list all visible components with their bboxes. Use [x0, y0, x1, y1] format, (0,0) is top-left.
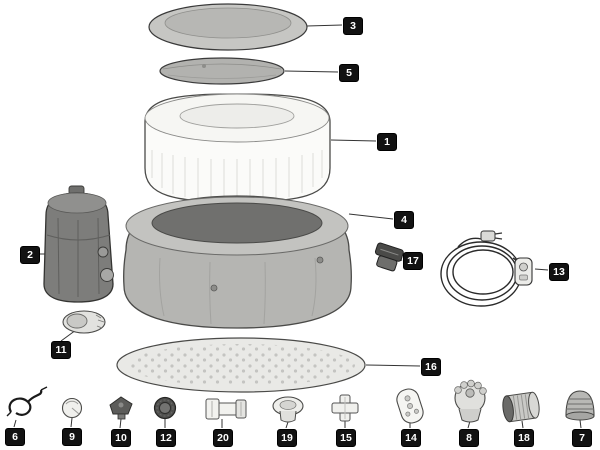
elbow-fitting-drawing [109, 396, 133, 420]
valve-assembly-drawing [272, 396, 304, 423]
part-label-18: 18 [514, 429, 534, 447]
part-label-19: 19 [277, 429, 297, 447]
part-label-14: 14 [401, 429, 421, 447]
spa-tub-body-drawing [122, 195, 353, 329]
part-label-8: 8 [459, 429, 479, 447]
part-label-11: 11 [51, 341, 71, 359]
hose-connector-valve-drawing [62, 310, 106, 334]
chemical-float-dispenser-drawing [454, 379, 487, 423]
inflatable-lid-insert-drawing [159, 57, 285, 85]
threaded-nut-drawing [153, 396, 177, 420]
part-label-12: 12 [156, 429, 176, 447]
part-label-16: 16 [421, 358, 441, 376]
part-label-7: 7 [572, 429, 592, 447]
part-label-13: 13 [549, 263, 569, 281]
pipe-adapter-drawing [205, 398, 247, 420]
part-label-1: 1 [377, 133, 397, 151]
part-label-10: 10 [111, 429, 131, 447]
tee-connector-drawing [331, 394, 359, 422]
filter-housing-cap-drawing [565, 390, 595, 421]
part-label-15: 15 [336, 429, 356, 447]
part-label-9: 9 [62, 428, 82, 446]
drain-hose-drawing [6, 386, 48, 417]
part-label-17: 17 [403, 252, 423, 270]
part-label-4: 4 [394, 211, 414, 229]
part-label-6: 6 [5, 428, 25, 446]
clip-buckle-drawing [374, 242, 404, 272]
part-label-5: 5 [339, 64, 359, 82]
ground-sheet-mat-drawing [116, 337, 366, 393]
power-supply-cord-drawing [440, 230, 533, 307]
control-pad-remote-drawing [396, 388, 424, 424]
part-label-20: 20 [213, 429, 233, 447]
filter-cartridge-drawing [502, 391, 540, 423]
part-label-3: 3 [343, 17, 363, 35]
inflatable-top-ring-drawing [144, 93, 331, 203]
spa-cover-top-lid-drawing [148, 3, 308, 51]
power-plug [480, 230, 503, 242]
valve-cap-drawing [61, 397, 83, 419]
rcd-box [514, 257, 533, 286]
part-label-2: 2 [20, 246, 40, 264]
pump-heater-unit-drawing [43, 185, 114, 303]
